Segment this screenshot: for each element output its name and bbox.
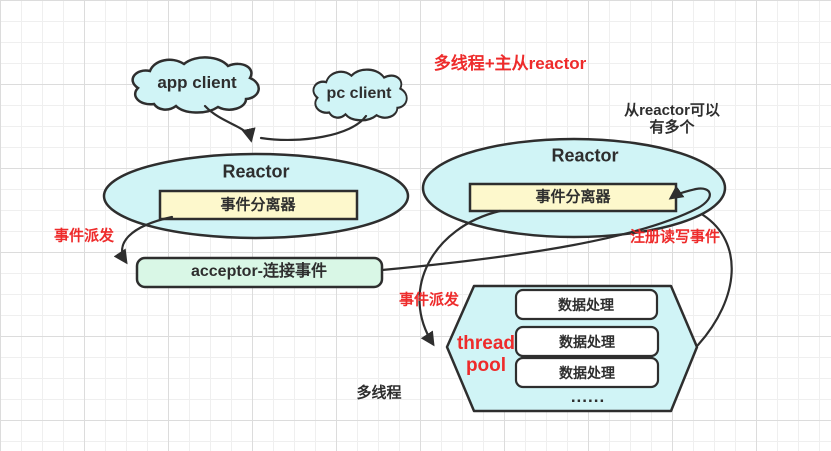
main-demultiplexer-box	[158, 189, 359, 221]
worker-label-1: 数据处理	[558, 296, 614, 313]
main-reactor-title: Reactor	[222, 161, 290, 182]
sub-reactor-note: 从reactor可以 有多个	[624, 102, 720, 137]
dispatch-left-label: 事件派发	[53, 227, 115, 245]
sub-demultiplexer-box	[468, 182, 678, 213]
worker-box-1	[514, 288, 659, 321]
worker-label-2: 数据处理	[559, 333, 615, 350]
sub-reactor-note-line1: 从reactor可以	[624, 101, 720, 119]
main-demultiplexer-label: 事件分离器	[220, 196, 296, 214]
pc-client-arrow	[259, 114, 368, 141]
worker-ellipsis: ......	[570, 387, 606, 407]
pc-client-label: pc client	[326, 84, 392, 102]
diagram-title: 多线程+主从reactor	[433, 54, 587, 74]
app-client-arrow	[203, 104, 256, 143]
sub-demultiplexer-label: 事件分离器	[535, 188, 611, 206]
thread-pool-label-line1: thread	[456, 333, 516, 355]
thread-pool-label-line2: pool	[465, 355, 507, 376]
dispatch-mid-label: 事件派发	[398, 291, 460, 309]
sub-reactor-note-line2: 有多个	[649, 119, 695, 136]
dispatch-mid-arrow	[418, 209, 502, 347]
pc-client-cloud	[312, 68, 408, 122]
app-client-label: app client	[157, 73, 237, 93]
app-client-cloud	[131, 56, 260, 114]
dispatch-left-arrow	[113, 215, 174, 265]
acceptor-label: acceptor-连接事件	[190, 262, 328, 280]
worker-box-3	[514, 356, 660, 389]
register-rw-label: 注册读写事件	[629, 228, 721, 246]
acceptor-box	[135, 256, 384, 289]
register-rw-curve	[696, 213, 733, 347]
multithread-note: 多线程	[356, 384, 402, 402]
sub-reactor-title: Reactor	[551, 145, 619, 166]
acceptor-to-subreactor-arrow	[380, 185, 711, 272]
worker-box-2	[514, 325, 660, 358]
thread-pool-label: thread pool	[457, 333, 515, 377]
worker-label-3: 数据处理	[559, 364, 615, 381]
